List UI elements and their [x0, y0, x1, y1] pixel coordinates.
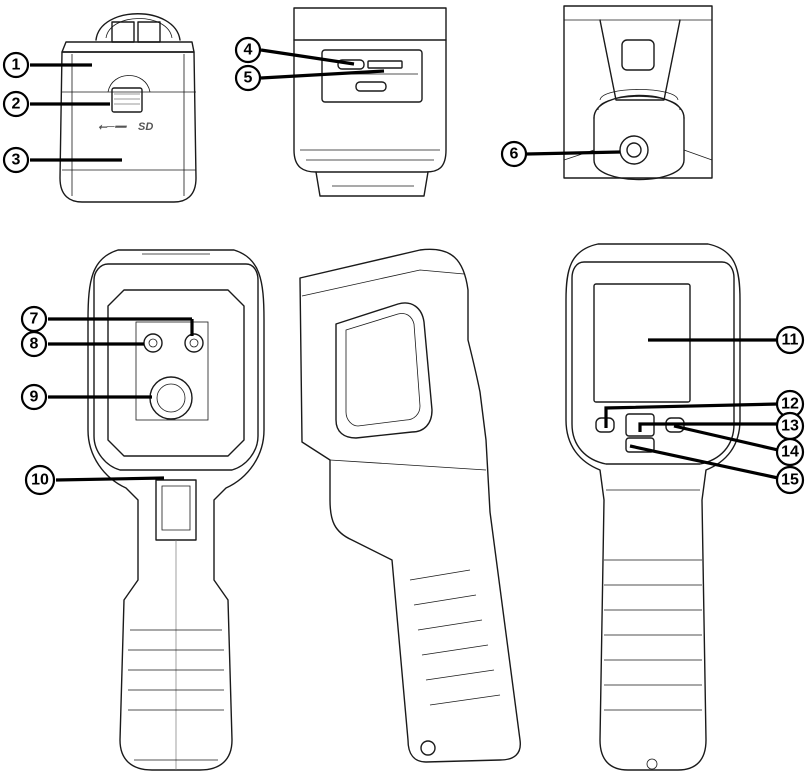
callout-9: 9: [20, 383, 48, 411]
sd-port-label: SD: [138, 121, 153, 133]
callout-leaders: [30, 48, 779, 482]
view-front-lens: [87, 249, 265, 771]
leader-4: [260, 48, 355, 66]
usb-port-label: ⭠─━: [98, 121, 128, 133]
callout-7: 7: [20, 305, 48, 333]
callout-4: 4: [234, 36, 262, 64]
callout-11: 11: [775, 325, 805, 355]
callout-5: 5: [234, 64, 262, 92]
leader-15: [629, 444, 779, 480]
svg-text:14: 14: [781, 444, 799, 461]
callout-badges: 1 2 3 4 5 6 7 8 9 10 11 12 13 14 15: [2, 36, 805, 496]
view-bottom-ports: [293, 7, 447, 197]
view-tripod-mount: [563, 5, 713, 181]
view-top-usb-sd: ⭠─━ SD: [59, 13, 197, 203]
svg-text:1: 1: [12, 57, 21, 74]
view-back-screen: [565, 243, 741, 771]
svg-text:7: 7: [30, 311, 39, 328]
callout-8: 8: [20, 330, 48, 358]
leader-12: [604, 402, 779, 428]
leader-6: [526, 150, 621, 156]
callout-2: 2: [2, 90, 30, 118]
leader-14: [673, 424, 779, 452]
svg-text:4: 4: [244, 42, 253, 59]
svg-text:12: 12: [781, 396, 799, 413]
callout-6: 6: [500, 140, 528, 168]
svg-text:8: 8: [30, 336, 39, 353]
callout-13: 13: [775, 411, 805, 441]
callout-3: 3: [2, 146, 30, 174]
callout-10: 10: [24, 464, 56, 496]
svg-text:5: 5: [244, 70, 253, 87]
svg-text:9: 9: [30, 389, 39, 406]
svg-text:3: 3: [12, 152, 21, 169]
svg-text:10: 10: [31, 472, 49, 489]
leader-10: [55, 476, 165, 482]
svg-text:15: 15: [781, 472, 799, 489]
callout-14: 14: [775, 437, 805, 467]
svg-text:2: 2: [12, 96, 21, 113]
svg-text:13: 13: [781, 418, 799, 435]
leader-5: [260, 69, 385, 80]
callout-1: 1: [2, 51, 30, 79]
view-side: [299, 248, 521, 763]
callout-15: 15: [775, 465, 805, 495]
leader-13: [638, 422, 778, 432]
svg-text:11: 11: [782, 332, 799, 349]
callout-12: 12: [775, 389, 805, 419]
svg-text:6: 6: [510, 146, 519, 163]
